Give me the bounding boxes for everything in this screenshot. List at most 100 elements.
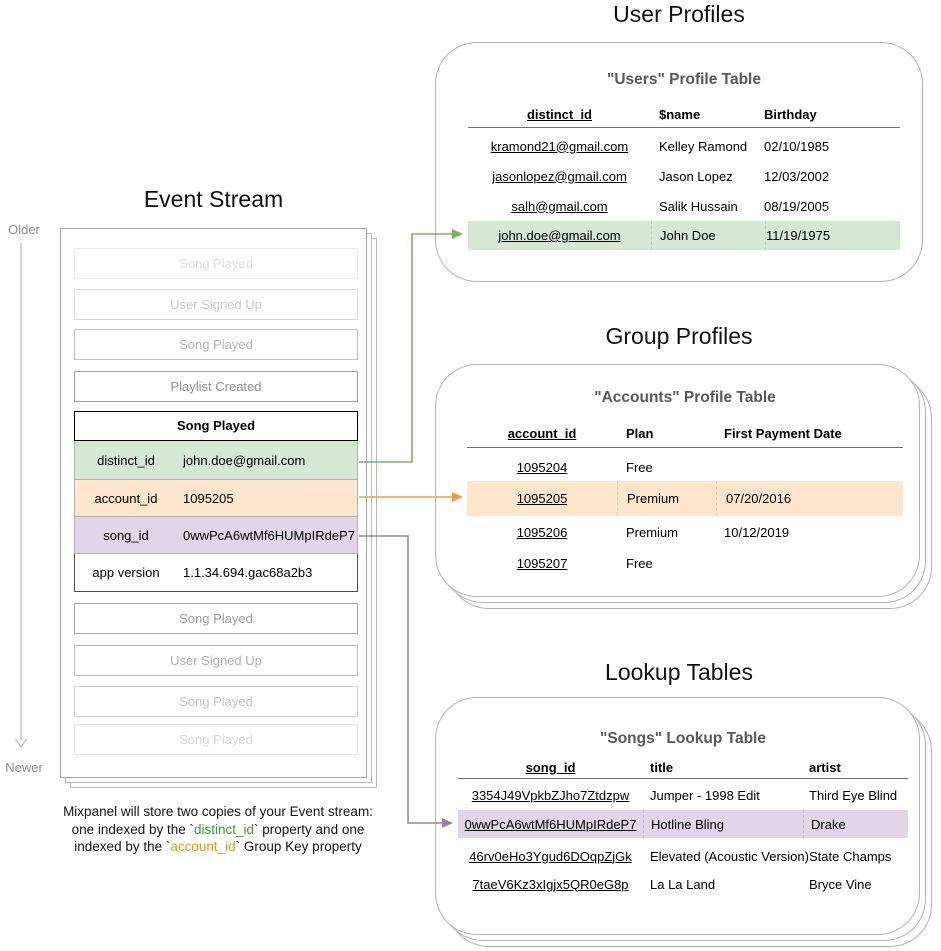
table-row: salh@gmail.com Salik Hussain 08/19/2005 (468, 191, 900, 221)
cell-plan: Free (626, 555, 653, 571)
event-stream-panel: Song Played User Signed Up Song Played P… (60, 228, 367, 778)
table-row: 1095204 Free (467, 452, 903, 482)
cell-title: Hotline Bling (651, 810, 804, 838)
faded-event: Song Played (74, 329, 358, 360)
cell-name: Kelley Ramond (659, 138, 748, 154)
prop-value: 0wwPcA6wtMf6HUMpIRdeP7 (183, 527, 355, 543)
cell-name: Salik Hussain (659, 198, 738, 214)
mixpanel-caption: Mixpanel will store two copies of your E… (38, 803, 398, 856)
cell-song-id: 0wwPcA6wtMf6HUMpIRdeP7 (458, 810, 644, 838)
accounts-table-header-row: account_id Plan First Payment Date (467, 420, 903, 446)
timeline-arrow (14, 243, 28, 749)
cell-title: Jumper - 1998 Edit (650, 787, 760, 803)
col-header-account-id: account_id (507, 425, 577, 441)
faded-event: User Signed Up (74, 289, 358, 320)
cell-account-id: 1095207 (516, 555, 568, 571)
cell-distinct-id: salh@gmail.com (511, 198, 608, 214)
table-row: 1095207 Free (467, 548, 903, 578)
col-header-first-payment: First Payment Date (724, 425, 842, 441)
prop-key: distinct_id (97, 452, 155, 468)
table-row: jasonlopez@gmail.com Jason Lopez 12/03/2… (468, 161, 900, 191)
table-row: 46rv0eHo3Ygud6DOqpZjGk Elevated (Acousti… (458, 841, 908, 871)
expanded-event-header: Song Played (74, 411, 358, 441)
header-rule (458, 778, 908, 779)
older-label: Older (8, 222, 40, 237)
group-profiles-title: Group Profiles (605, 323, 753, 349)
event-stream-title: Event Stream (143, 186, 284, 212)
users-table: "Users" Profile Table distinct_id $name … (468, 43, 900, 281)
col-header-birthday: Birthday (764, 106, 817, 122)
header-rule (467, 447, 903, 448)
cell-distinct-id: kramond21@gmail.com (490, 138, 629, 154)
table-row-highlighted-purple: 0wwPcA6wtMf6HUMpIRdeP7 Hotline Bling Dra… (458, 810, 908, 838)
faded-event: User Signed Up (74, 645, 358, 676)
cell-song-id: 46rv0eHo3Ygud6DOqpZjGk (469, 848, 632, 864)
table-row: 3354J49VpkbZJho7Ztdzpw Jumper - 1998 Edi… (458, 780, 908, 810)
table-row-highlighted-green: john.doe@gmail.com John Doe 11/19/1975 (468, 221, 900, 250)
users-profile-panel: "Users" Profile Table distinct_id $name … (435, 42, 923, 282)
event-prop-song-id: song_id 0wwPcA6wtMf6HUMpIRdeP7 (74, 517, 358, 554)
cell-account-id: 1095206 (516, 524, 568, 540)
lookup-tables-title: Lookup Tables (605, 659, 753, 685)
table-row: 1095206 Premium 10/12/2019 (467, 517, 903, 547)
songs-table: "Songs" Lookup Table song_id title artis… (458, 698, 908, 934)
faded-event: Song Played (74, 724, 358, 755)
faded-event: Song Played (74, 248, 358, 279)
col-header-song-id: song_id (525, 759, 576, 775)
cell-birthday: 08/19/2005 (764, 198, 830, 214)
cell-artist: Third Eye Blind (809, 787, 898, 803)
cell-first-payment: 10/12/2019 (724, 524, 790, 540)
cell-title: La La Land (650, 876, 716, 892)
cell-artist: State Champs (809, 848, 892, 864)
caption-line-3: indexed by the `account_id` Group Key pr… (74, 839, 362, 854)
col-header-title: title (650, 759, 674, 775)
songs-lookup-panel: "Songs" Lookup Table song_id title artis… (435, 697, 920, 935)
faded-event: Song Played (74, 603, 358, 634)
distinct-id-keyword: distinct_id (193, 821, 255, 837)
prop-key: song_id (103, 527, 149, 543)
prop-value: john.doe@gmail.com (183, 452, 306, 468)
table-row: 7taeV6Kz3xIgjx5QR0eG8p La La Land Bryce … (458, 869, 908, 899)
cell-song-id: 7taeV6Kz3xIgjx5QR0eG8p (472, 876, 629, 892)
faded-event: Song Played (74, 686, 358, 717)
prop-value: 1095205 (183, 490, 234, 506)
account-id-keyword: account_id (170, 839, 236, 854)
user-profiles-title: User Profiles (613, 1, 745, 27)
prop-key: account_id (94, 490, 158, 506)
caption-line-2: one indexed by the `distinct_id` propert… (71, 821, 365, 837)
cell-plan: Premium (627, 481, 717, 516)
col-header-name: $name (659, 106, 701, 122)
cell-artist: Drake (811, 816, 846, 832)
prop-value: 1.1.34.694.gac68a2b3 (183, 565, 313, 580)
col-header-artist: artist (809, 759, 841, 775)
users-table-header-row: distinct_id $name Birthday (468, 101, 900, 127)
cell-artist: Bryce Vine (809, 876, 872, 892)
event-prop-app-version: app version 1.1.34.694.gac68a2b3 (74, 554, 358, 592)
table-row-highlighted-orange: 1095205 Premium 07/20/2016 (467, 481, 903, 516)
cell-account-id: 1095204 (516, 459, 568, 475)
header-rule (468, 127, 900, 128)
accounts-table: "Accounts" Profile Table account_id Plan… (467, 365, 903, 596)
cell-distinct-id: jasonlopez@gmail.com (492, 168, 627, 184)
cell-birthday: 11/19/1975 (766, 228, 831, 243)
cell-name: Jason Lopez (659, 168, 733, 184)
accounts-profile-panel: "Accounts" Profile Table account_id Plan… (435, 364, 920, 597)
col-header-distinct-id: distinct_id (526, 106, 592, 122)
cell-title: Elevated (Acoustic Version) (650, 848, 809, 864)
cell-plan: Premium (626, 524, 679, 540)
cell-first-payment: 07/20/2016 (726, 491, 792, 506)
cell-plan: Free (626, 459, 653, 475)
table-row: kramond21@gmail.com Kelley Ramond 02/10/… (468, 131, 900, 161)
cell-distinct-id: john.doe@gmail.com (468, 221, 652, 250)
cell-name: John Doe (660, 221, 766, 250)
faded-event: Playlist Created (74, 371, 358, 402)
newer-label: Newer (5, 760, 43, 775)
songs-table-heading: "Songs" Lookup Table (600, 730, 766, 747)
accounts-table-heading: "Accounts" Profile Table (594, 389, 776, 406)
event-prop-distinct-id: distinct_id john.doe@gmail.com (74, 441, 358, 480)
cell-birthday: 02/10/1985 (764, 138, 830, 154)
cell-song-id: 3354J49VpkbZJho7Ztdzpw (471, 787, 630, 803)
users-table-heading: "Users" Profile Table (607, 71, 761, 88)
songs-table-header-row: song_id title artist (458, 754, 908, 780)
